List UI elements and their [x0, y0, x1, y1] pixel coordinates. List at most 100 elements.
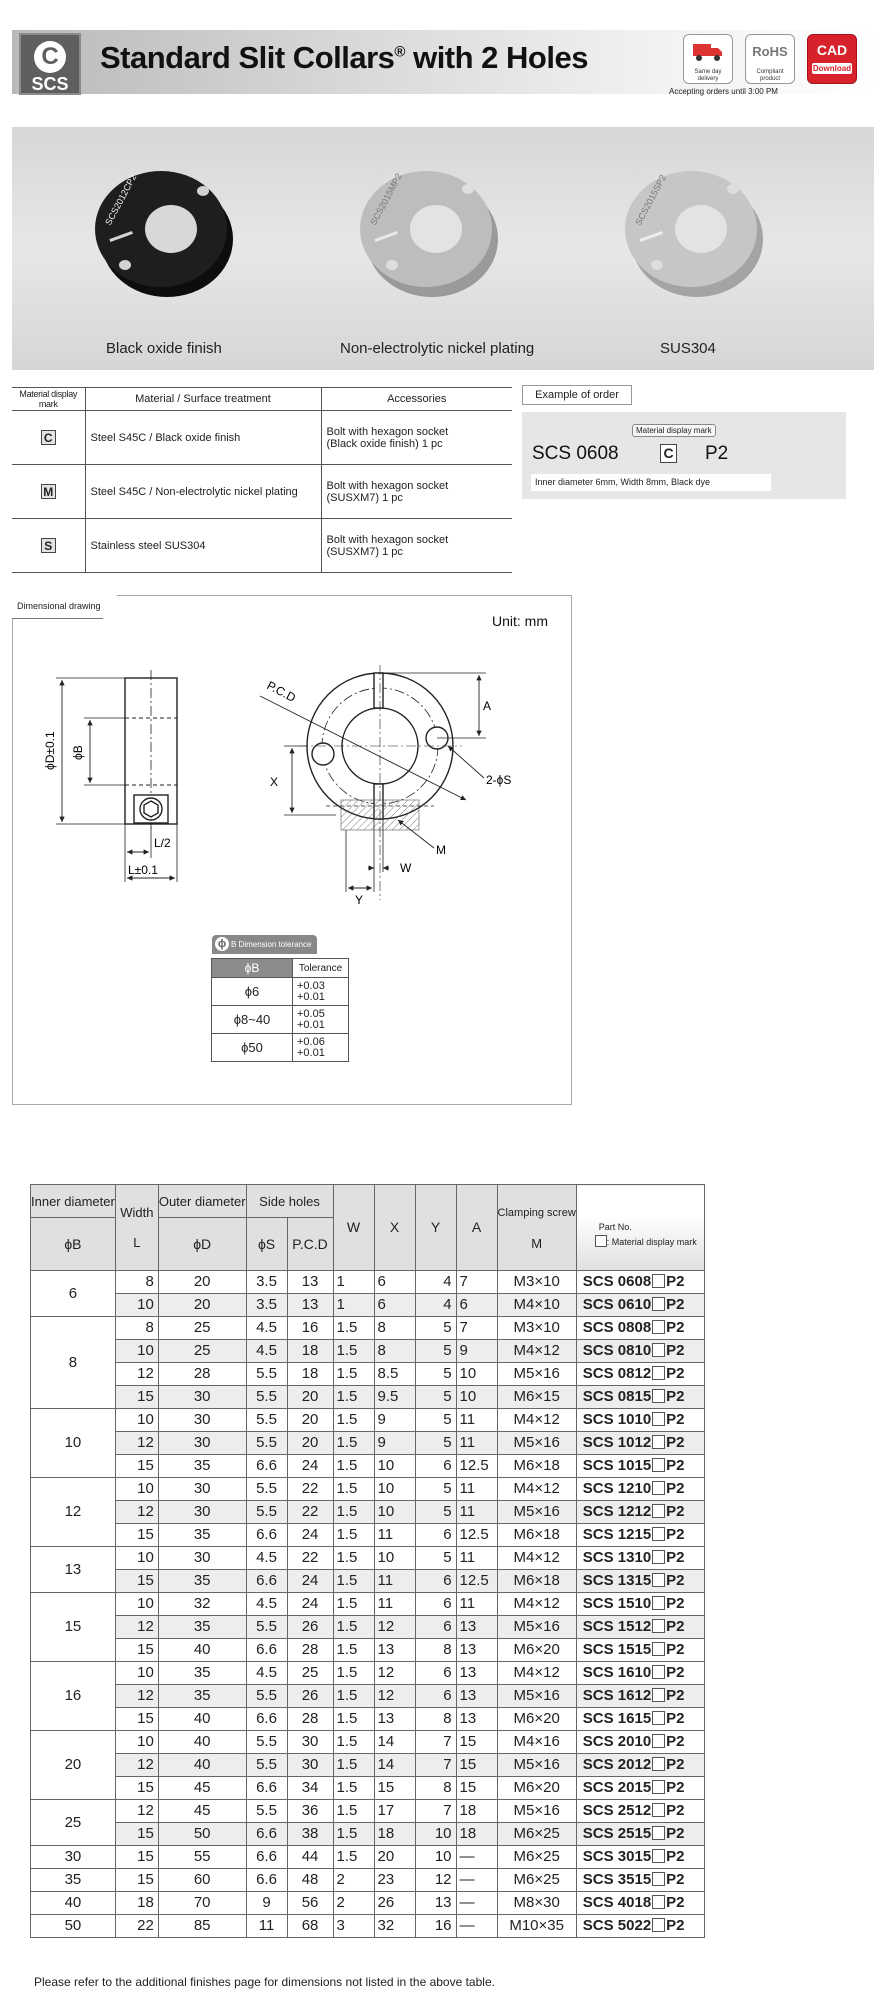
- mark-box-icon: [652, 1550, 666, 1564]
- cell-a: 7: [455, 1270, 498, 1294]
- cell-width: 12: [114, 1684, 159, 1708]
- cell-y: 6: [414, 1615, 457, 1639]
- rohs-badge[interactable]: RoHS Compliant product: [745, 34, 795, 84]
- cell-outer-diameter: 70: [157, 1891, 247, 1915]
- cell-w: 1: [332, 1270, 375, 1294]
- cell-a: —: [455, 1868, 498, 1892]
- tolerance-value: +0.03+0.01: [292, 977, 349, 1006]
- cell-w: 1.5: [332, 1730, 375, 1754]
- cell-width: 12: [114, 1500, 159, 1524]
- cad-download-badge[interactable]: CAD Download: [807, 34, 857, 84]
- cell-x: 18: [373, 1822, 416, 1846]
- cell-x: 8.5: [373, 1362, 416, 1386]
- cell-x: 23: [373, 1868, 416, 1892]
- cell-x: 10: [373, 1477, 416, 1501]
- cell-width: 15: [114, 1868, 159, 1892]
- cell-screw: M8×30: [496, 1891, 577, 1915]
- cell-s: 5.5: [245, 1500, 288, 1524]
- cell-x: 12: [373, 1684, 416, 1708]
- cell-x: 10: [373, 1546, 416, 1570]
- page-title-text: Standard Slit Collars: [100, 40, 395, 75]
- material-mark: C: [40, 430, 56, 445]
- cell-x: 6: [373, 1293, 416, 1317]
- mark-box-icon: [652, 1343, 666, 1357]
- order-mark-label: Material display mark: [632, 424, 716, 437]
- cell-screw: M10×35: [496, 1914, 577, 1938]
- cell-outer-diameter: 45: [157, 1799, 247, 1823]
- material-cell: Stainless steel SUS304: [84, 518, 321, 573]
- mark-box-icon: [652, 1481, 666, 1495]
- cell-y: 7: [414, 1753, 457, 1777]
- cell-x: 9: [373, 1431, 416, 1455]
- cell-screw: M4×16: [496, 1730, 577, 1754]
- same-day-delivery-badge[interactable]: Same day delivery: [683, 34, 733, 84]
- dim-label-y: Y: [355, 893, 363, 907]
- cell-y: 6: [414, 1592, 457, 1616]
- cell-screw: M3×10: [496, 1270, 577, 1294]
- photo-label-sus304: SUS304: [660, 340, 716, 357]
- b-tolerance-tab-label: B Dimension tolerance: [231, 940, 312, 949]
- accessories-header: Accessories: [320, 387, 512, 411]
- cell-pcd: 24: [286, 1523, 334, 1547]
- cell-x: 8: [373, 1339, 416, 1363]
- cell-pcd: 24: [286, 1569, 334, 1593]
- cell-x: 12: [373, 1661, 416, 1685]
- cell-a: 18: [455, 1822, 498, 1846]
- order-example-description: Inner diameter 6mm, Width 8mm, Black dye: [531, 474, 771, 491]
- cell-outer-diameter: 25: [157, 1339, 247, 1363]
- cell-s: 4.5: [245, 1661, 288, 1685]
- dim-label-s: 2-ϕS: [486, 773, 511, 787]
- material-mark: S: [40, 538, 56, 553]
- cell-a: 11: [455, 1546, 498, 1570]
- collar-photo-black: SCS2012CP2: [95, 171, 233, 297]
- cell-outer-diameter: 45: [157, 1776, 247, 1800]
- material-cell: Steel S45C / Black oxide finish: [84, 410, 321, 465]
- mark-box-icon: [652, 1573, 666, 1587]
- cell-pcd: 38: [286, 1822, 334, 1846]
- mark-box-icon: [652, 1688, 666, 1702]
- cell-x: 17: [373, 1799, 416, 1823]
- cell-screw: M6×18: [496, 1523, 577, 1547]
- material-cell: Steel S45C / Non-electrolytic nickel pla…: [84, 464, 321, 519]
- col-a: A: [455, 1184, 498, 1271]
- cell-y: 13: [414, 1891, 457, 1915]
- cell-y: 7: [414, 1730, 457, 1754]
- mark-box-icon: [652, 1274, 666, 1288]
- cell-width: 12: [114, 1431, 159, 1455]
